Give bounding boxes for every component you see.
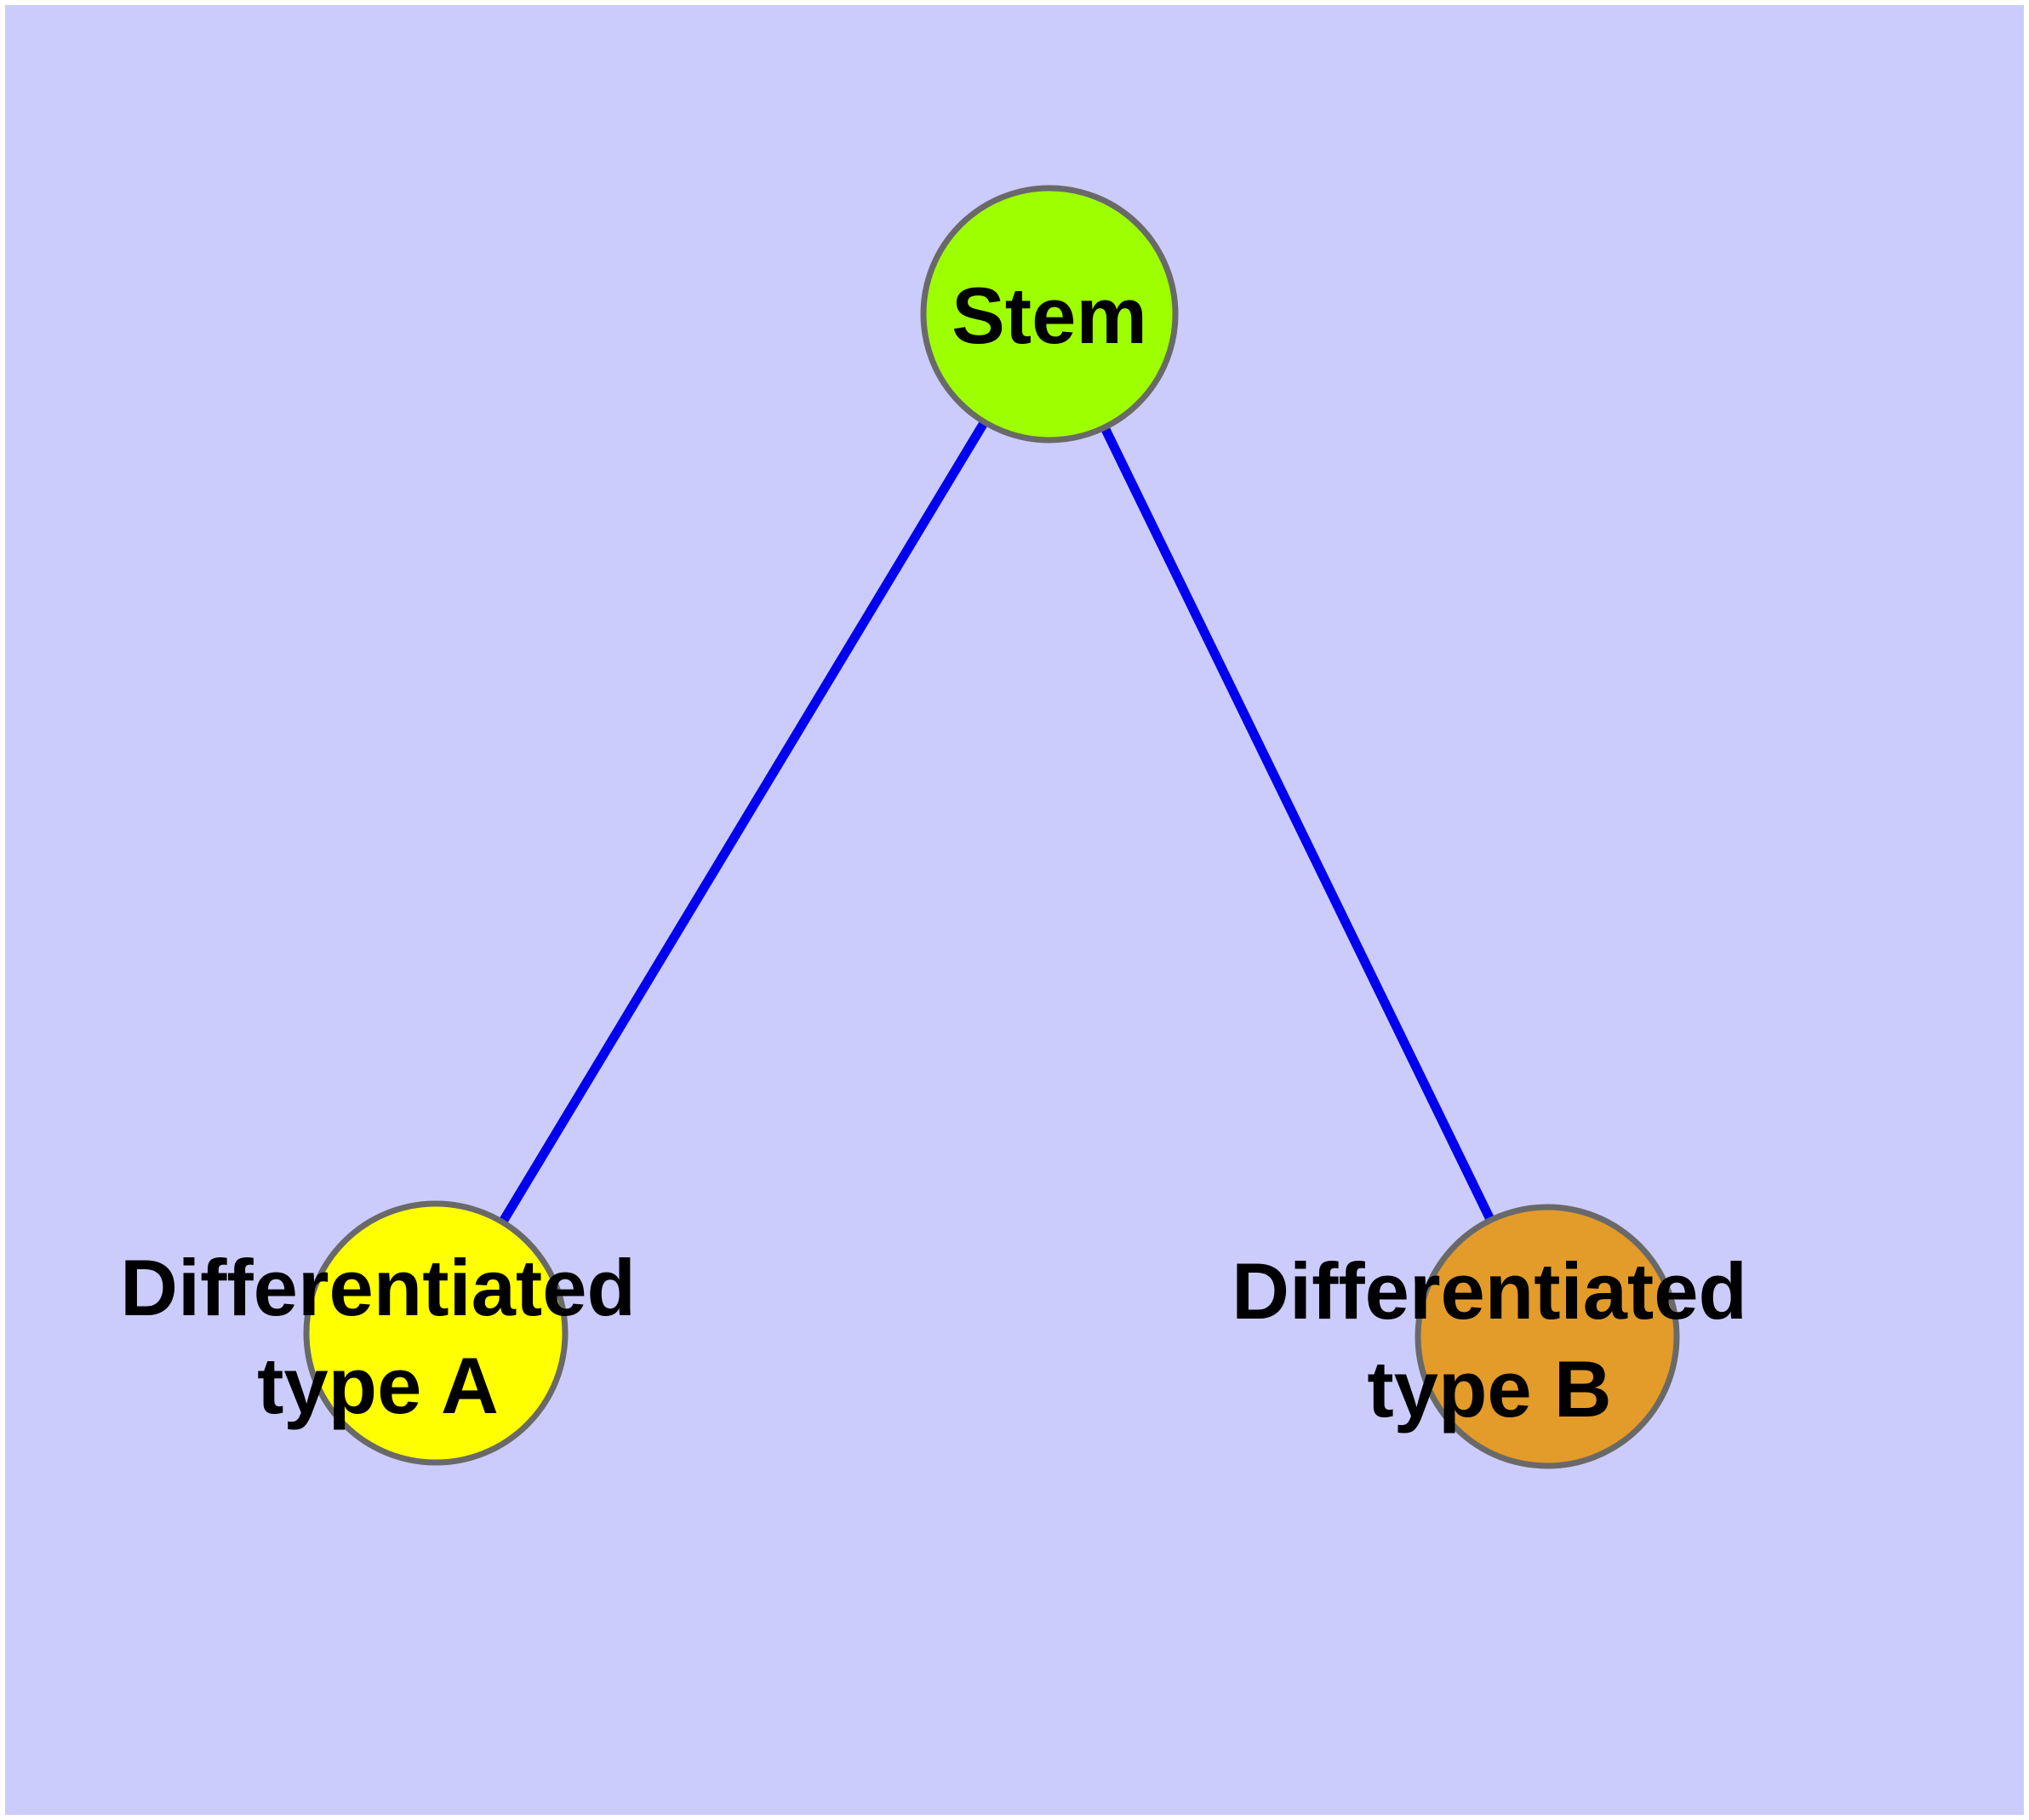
node-stem[interactable]: [920, 185, 1179, 444]
node-label-stem: Stem: [952, 271, 1147, 360]
label-layer: Stem Differentiated type A Differentiate…: [120, 271, 1747, 1434]
edge-stem-to-differentiated-type-a[interactable]: [432, 312, 1054, 1336]
node-label-differentiated-type-a-line2: type A: [257, 1341, 499, 1430]
edge-stem-to-differentiated-type-b[interactable]: [1045, 312, 1552, 1339]
node-circle-differentiated-type-a[interactable]: [303, 1200, 569, 1466]
node-label-differentiated-type-b-line1: Differentiated: [1232, 1246, 1747, 1336]
node-differentiated-type-b[interactable]: [1415, 1204, 1680, 1469]
node-label-differentiated-type-b-line2: type B: [1367, 1344, 1611, 1434]
node-label-differentiated-type-a-line1: Differentiated: [120, 1243, 636, 1332]
node-layer: [303, 185, 1680, 1469]
node-circle-differentiated-type-b[interactable]: [1415, 1204, 1680, 1469]
node-circle-stem[interactable]: [920, 185, 1179, 444]
edge-layer: [432, 312, 1552, 1339]
node-differentiated-type-a[interactable]: [303, 1200, 569, 1466]
